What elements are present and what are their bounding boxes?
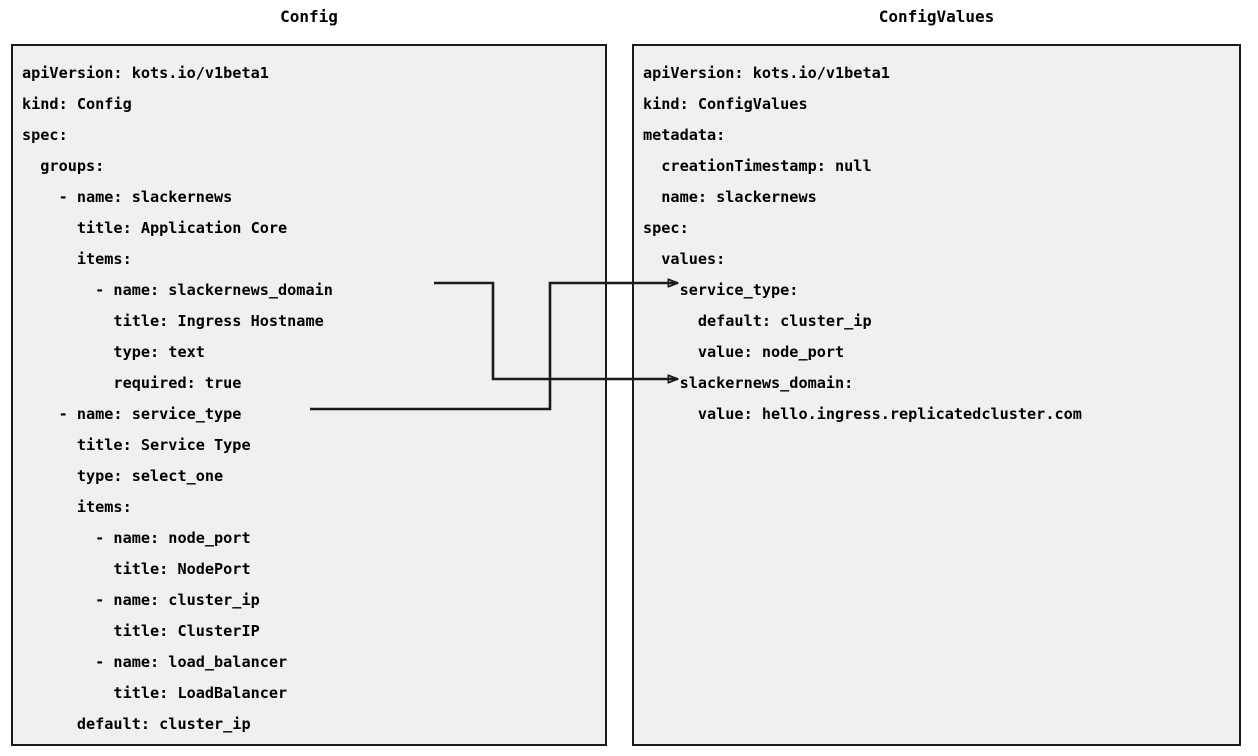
configvalues-yaml-line: spec: — [643, 219, 689, 237]
configvalues-yaml-text: apiVersion: kots.io/v1beta1 kind: ConfigV… — [643, 58, 1235, 740]
config-yaml-line: items: — [22, 498, 132, 516]
config-yaml-line: required: true — [22, 374, 242, 392]
config-yaml-line: apiVersion: kots.io/v1beta1 — [22, 64, 269, 82]
configvalues-panel: apiVersion: kots.io/v1beta1 kind: ConfigV… — [632, 44, 1241, 746]
config-yaml-line: title: NodePort — [22, 560, 251, 578]
configvalues-yaml-line: kind: ConfigValues — [643, 95, 808, 113]
config-yaml-line: title: ClusterIP — [22, 622, 260, 640]
config-yaml-line: title: Service Type — [22, 436, 251, 454]
configvalues-yaml-line: service_type: — [643, 281, 799, 299]
config-yaml-line: title: Ingress Hostname — [22, 312, 324, 330]
config-yaml-line: spec: — [22, 126, 68, 144]
left-panel-title: Config — [280, 7, 338, 26]
config-yaml-line: items: — [22, 250, 132, 268]
configvalues-yaml-line: metadata: — [643, 126, 726, 144]
configvalues-yaml-line: apiVersion: kots.io/v1beta1 — [643, 64, 890, 82]
config-yaml-line: - name: service_type — [22, 405, 242, 423]
config-panel: apiVersion: kots.io/v1beta1 kind: Config s… — [11, 44, 607, 746]
config-yaml-line: type: text — [22, 343, 205, 361]
config-yaml-line: - name: slackernews_domain — [22, 281, 333, 299]
configvalues-yaml-line: creationTimestamp: null — [643, 157, 872, 175]
config-yaml-line: type: select_one — [22, 467, 224, 485]
config-yaml-line: title: Application Core — [22, 219, 288, 237]
configvalues-yaml-line: value: hello.ingress.replicatedcluster.c… — [643, 405, 1082, 423]
configvalues-yaml-line: slackernews_domain: — [643, 374, 854, 392]
config-yaml-line: - name: slackernews — [22, 188, 233, 206]
config-yaml-line: title: LoadBalancer — [22, 684, 288, 702]
configvalues-yaml-line: default: cluster_ip — [643, 312, 872, 330]
configvalues-yaml-line: name: slackernews — [643, 188, 817, 206]
config-yaml-line: kind: Config — [22, 95, 132, 113]
config-yaml-line: default: cluster_ip — [22, 715, 251, 733]
configvalues-yaml-line: values: — [643, 250, 726, 268]
config-yaml-line: groups: — [22, 157, 105, 175]
config-yaml-line: - name: cluster_ip — [22, 591, 260, 609]
configvalues-yaml-line: value: node_port — [643, 343, 845, 361]
config-yaml-line: - name: node_port — [22, 529, 251, 547]
config-yaml-line: - name: load_balancer — [22, 653, 288, 671]
config-yaml-text: apiVersion: kots.io/v1beta1 kind: Config s… — [22, 58, 601, 740]
right-panel-title: ConfigValues — [878, 7, 995, 26]
